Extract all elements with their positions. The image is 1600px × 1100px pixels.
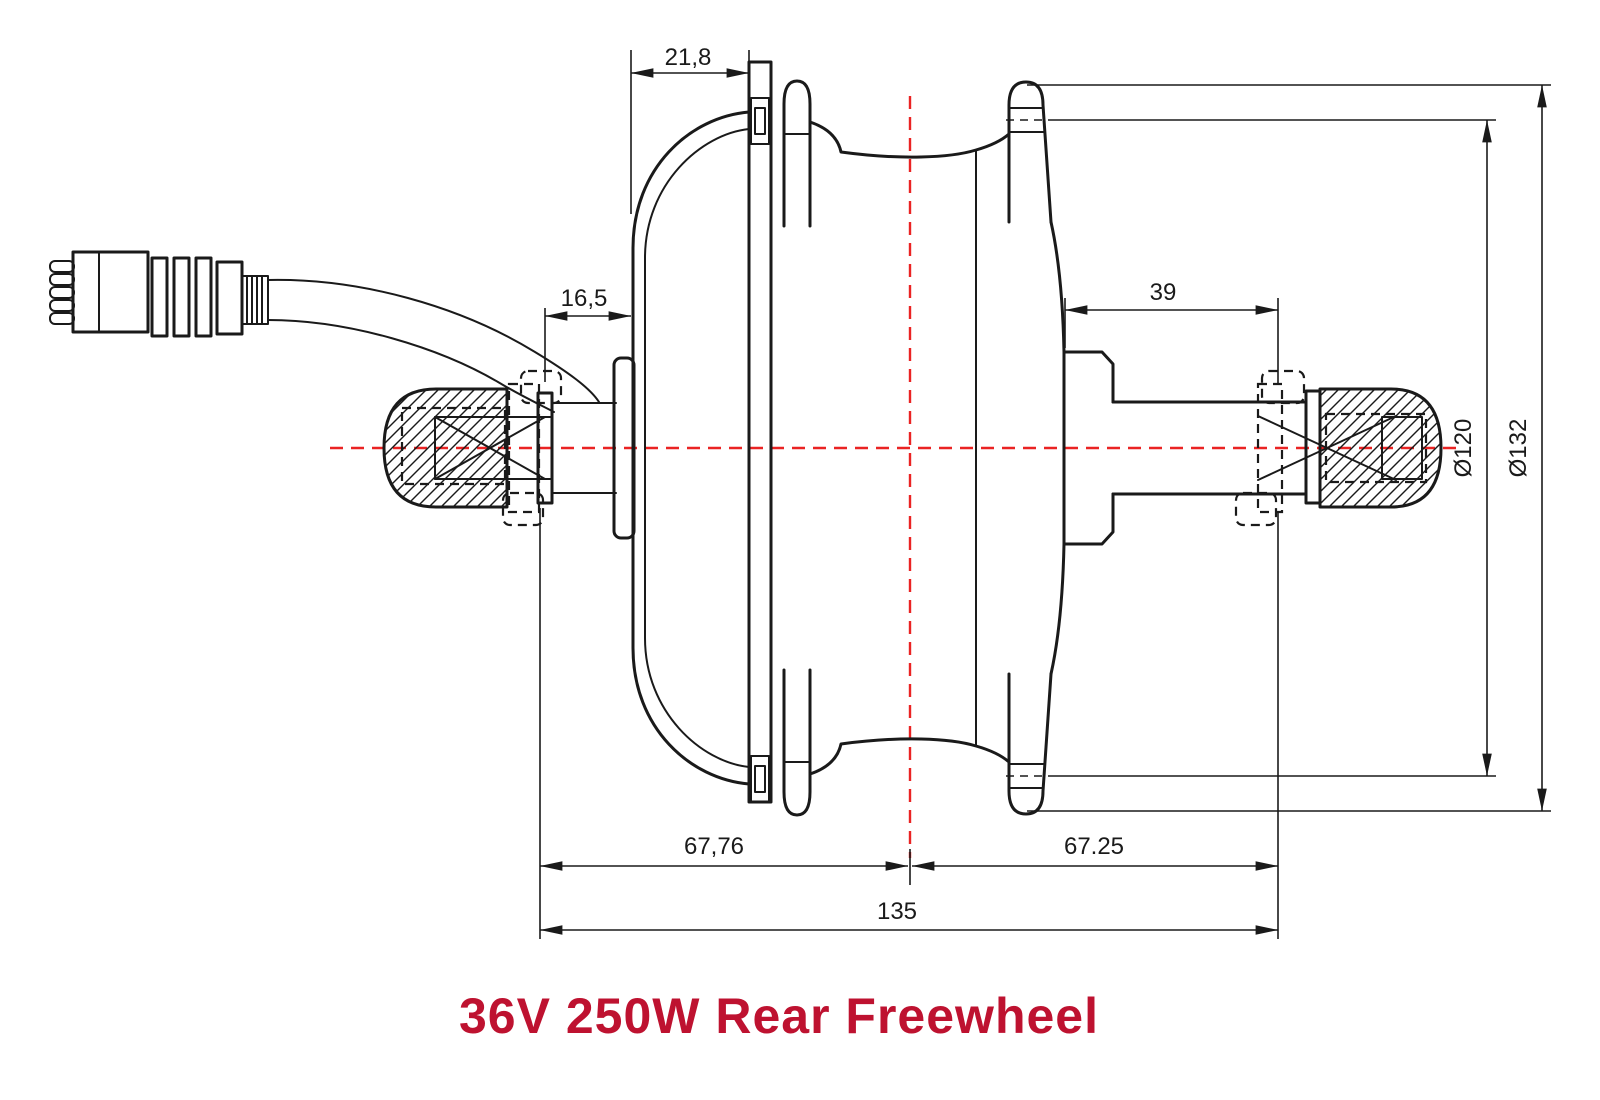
right-dropout-slot-bottom [1234, 491, 1278, 527]
cover-screw-bottom [750, 755, 770, 803]
connector-pin [49, 299, 75, 312]
dimension-overall-135: 135 [540, 898, 1278, 935]
left-side-cover-inner [644, 128, 750, 768]
drawing-title: 36V 250W Rear Freewheel [459, 988, 1099, 1044]
dim-label: 67,76 [684, 833, 744, 860]
dim-label: Ø132 [1505, 419, 1532, 478]
left-axle-nut [382, 387, 509, 509]
dimension-cover-offset-16-5: 16,5 [544, 285, 631, 382]
connector-rib [150, 256, 169, 338]
dim-label: 67.25 [1064, 833, 1124, 860]
dimension-left-half-67-76: 67,76 [539, 508, 911, 939]
hub-barrel-bottom [808, 737, 1011, 776]
freewheel-boss-top [1062, 350, 1115, 404]
dimension-flange-d132: Ø132 [1027, 84, 1551, 812]
left-dropout-slot-bottom [501, 491, 545, 527]
dimension-right-half-67-25: 67.25 [912, 512, 1279, 939]
connector-rib [172, 256, 191, 338]
left-spoke-flange-top [782, 79, 812, 228]
left-hidden-axle-outline [400, 406, 507, 486]
right-spoke-flange-top [1007, 80, 1053, 224]
right-cover-edge-bottom [1049, 542, 1066, 676]
left-dropout-slot-top [519, 369, 563, 405]
right-spoke-flange-bottom [1007, 672, 1053, 816]
dimension-annotations: 21,8 16,5 39 Ø120 Ø132 [539, 44, 1551, 939]
dim-label: 39 [1150, 279, 1177, 306]
dim-label: 135 [877, 898, 917, 925]
freewheel-boss-bottom [1062, 492, 1115, 546]
left-side-cover-outline [631, 110, 751, 786]
left-spoke-flange-bottom [782, 668, 812, 817]
hub-barrel-top [808, 120, 1011, 159]
right-axle-end [1381, 416, 1423, 480]
dim-label: 16,5 [561, 285, 608, 312]
connector-collar [215, 260, 244, 336]
connector-housing [71, 250, 150, 334]
cable-connector [49, 250, 600, 413]
right-cover-edge-top [1049, 220, 1066, 354]
dimension-spoke-circle-d120: Ø120 [1006, 119, 1496, 777]
dimension-flange-offset-21-8: 21,8 [630, 44, 750, 214]
connector-rib [194, 256, 213, 338]
left-flange-plate [747, 60, 773, 804]
connector-pin [49, 312, 75, 325]
connector-pin [49, 273, 75, 286]
connector-pin [49, 286, 75, 299]
dim-label: Ø120 [1450, 419, 1477, 478]
motor-cable-bottom [267, 319, 555, 413]
left-washer [536, 391, 554, 505]
cover-screw-top [750, 97, 770, 145]
connector-pin [49, 260, 75, 273]
dim-label: 21,8 [665, 44, 712, 71]
dimension-freewheel-39: 39 [1064, 279, 1279, 384]
motor-cable-top [267, 278, 600, 403]
right-dropout-hidden [1256, 382, 1284, 514]
right-axle-nut [1318, 387, 1443, 509]
right-dropout-slot-top [1260, 369, 1306, 405]
left-axle-assembly [382, 356, 636, 540]
right-axle-assembly [1111, 369, 1443, 527]
centerlines [330, 96, 1462, 858]
motor-body [631, 60, 1115, 817]
strain-relief [241, 275, 269, 325]
